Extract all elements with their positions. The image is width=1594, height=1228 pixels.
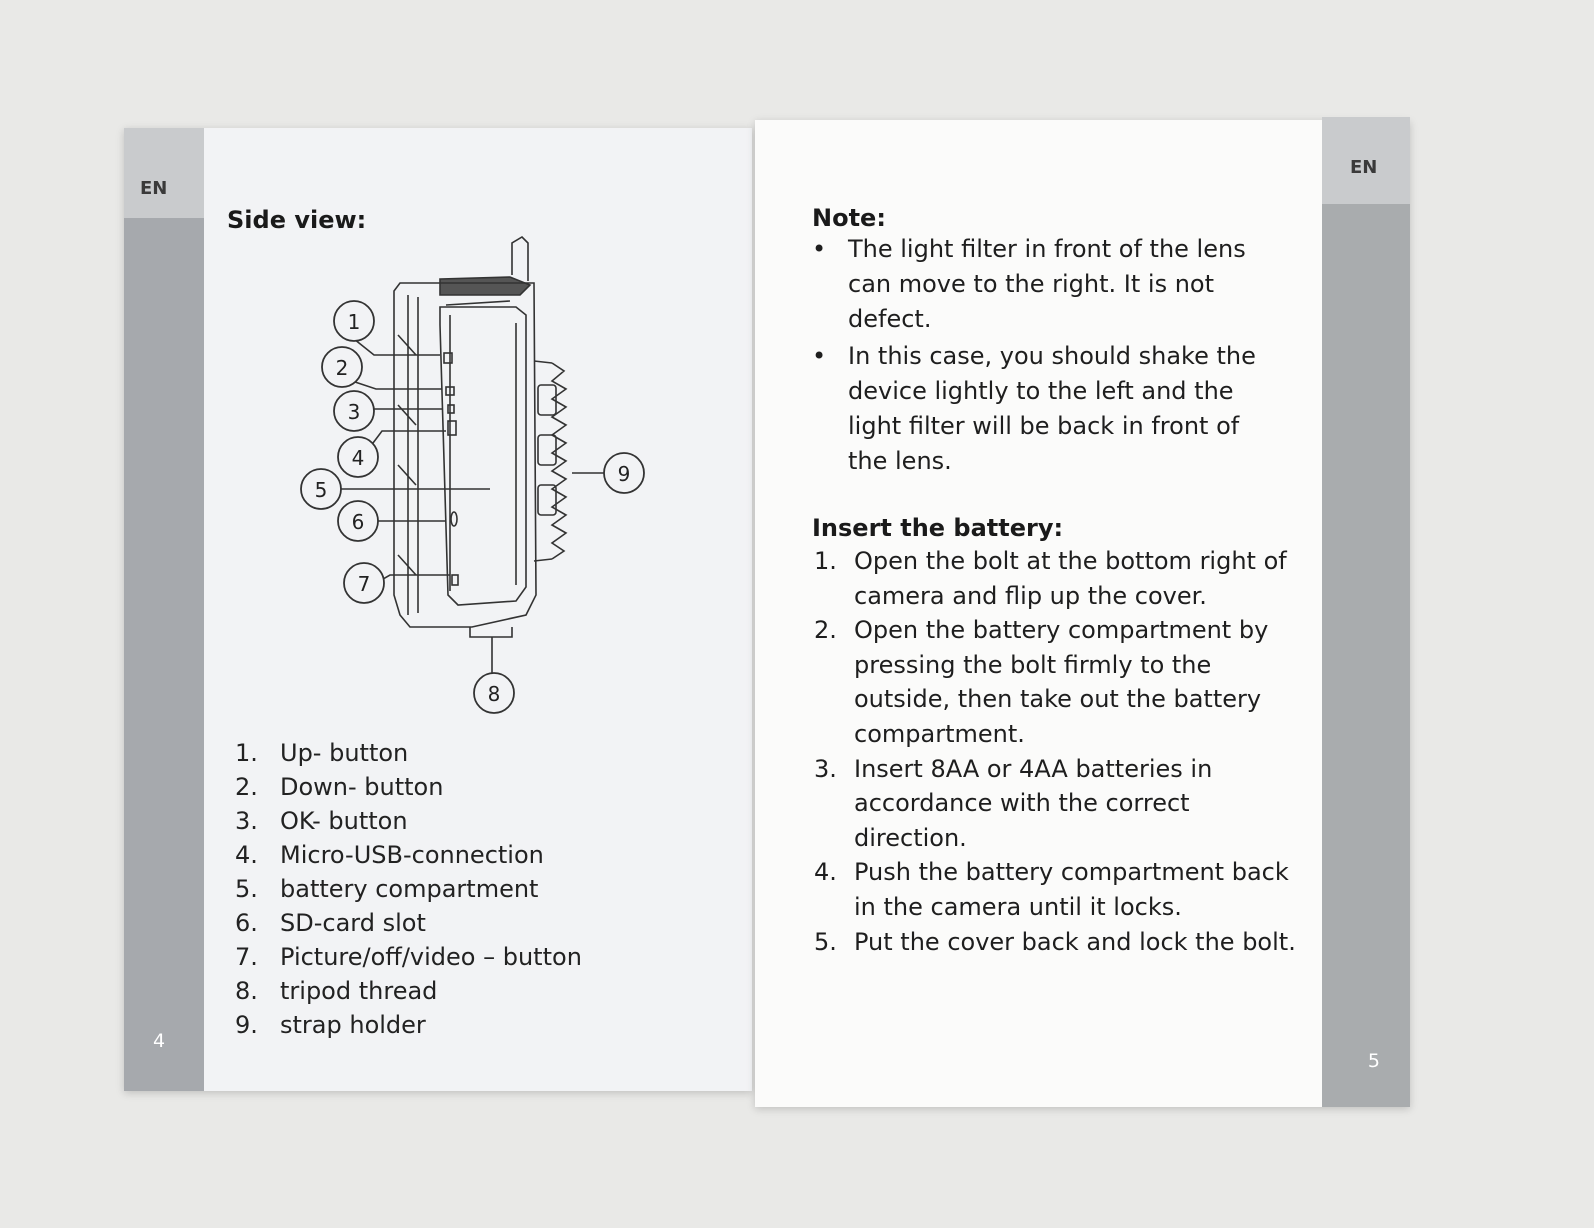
legend-item: 7.Picture/off/video – button <box>235 943 582 971</box>
svg-text:8: 8 <box>488 682 501 706</box>
callout-8: 8 <box>473 672 515 714</box>
callout-4: 4 <box>337 436 379 478</box>
callout-2: 2 <box>321 346 363 388</box>
legend-item: 9.strap holder <box>235 1011 426 1039</box>
svg-text:6: 6 <box>352 510 365 534</box>
sd-slot-shape <box>450 511 458 527</box>
legend-item: 5.battery compartment <box>235 875 539 903</box>
camera-body-outline <box>393 282 537 628</box>
page-number-right: 5 <box>1367 1050 1380 1072</box>
battery-step: 3.Insert 8AA or 4AA batteries in accorda… <box>814 754 1213 852</box>
page-number-left: 4 <box>153 1030 166 1052</box>
legend-item: 8.tripod thread <box>235 977 438 1005</box>
camera-top-cap <box>439 276 532 296</box>
note-item: •In this case, you should shake the devi… <box>812 342 1256 475</box>
ok-button-shape <box>447 404 455 414</box>
legend-item: 2.Down- button <box>235 773 444 801</box>
note-heading: Note: <box>812 204 886 232</box>
svg-text:3: 3 <box>348 400 361 424</box>
mode-switch-shape <box>451 574 459 586</box>
svg-text:7: 7 <box>358 572 371 596</box>
language-tab-left: EN <box>124 128 204 218</box>
right-page-gray-band <box>1322 117 1410 1107</box>
strap-holder-shape <box>550 362 568 560</box>
callout-7: 7 <box>343 562 385 604</box>
battery-step: 1.Open the bolt at the bottom right of c… <box>814 547 1287 610</box>
svg-text:4: 4 <box>352 446 365 470</box>
up-button-shape <box>443 352 453 364</box>
callout-3: 3 <box>333 390 375 432</box>
legend-item: 3.OK- button <box>235 807 408 835</box>
callout-5: 5 <box>300 468 342 510</box>
camera-side-view-diagram: 1 2 3 4 5 6 7 8 9 <box>300 235 645 714</box>
battery-compartment-outline <box>439 306 527 606</box>
svg-text:5: 5 <box>315 478 328 502</box>
down-button-shape <box>445 386 455 396</box>
svg-text:9: 9 <box>618 462 631 486</box>
legend-item: 4.Micro-USB-connection <box>235 841 544 869</box>
callout-6: 6 <box>337 500 379 542</box>
callout-9: 9 <box>603 452 645 494</box>
strap-lug-top <box>511 235 529 281</box>
legend-item: 6.SD-card slot <box>235 909 426 937</box>
language-tab-right-label: EN <box>1350 157 1378 178</box>
parts-legend: 1.Up- button 2.Down- button 3.OK- button… <box>235 736 582 1042</box>
battery-step: 2.Open the battery compartment by pressi… <box>814 616 1269 748</box>
battery-heading: Insert the battery: <box>812 514 1064 542</box>
battery-steps-list: 1.Open the bolt at the bottom right of c… <box>814 544 1304 959</box>
svg-text:2: 2 <box>336 356 349 380</box>
callout-1: 1 <box>333 300 375 342</box>
battery-step: 5.Put the cover back and lock the bolt. <box>814 927 1296 956</box>
legend-item: 1.Up- button <box>235 739 409 767</box>
note-item: •The light filter in front of the lens c… <box>812 235 1246 333</box>
battery-step: 4.Push the battery compartment back in t… <box>814 858 1289 921</box>
language-tab-right: EN <box>1322 117 1410 204</box>
note-list: •The light filter in front of the lens c… <box>812 232 1282 481</box>
tripod-thread-shape <box>469 627 513 638</box>
svg-text:1: 1 <box>348 310 361 334</box>
usb-port-shape <box>447 420 457 436</box>
side-view-heading: Side view: <box>227 206 367 234</box>
right-page: EN 5 <box>755 117 1410 1107</box>
language-tab-left-label: EN <box>140 178 168 199</box>
